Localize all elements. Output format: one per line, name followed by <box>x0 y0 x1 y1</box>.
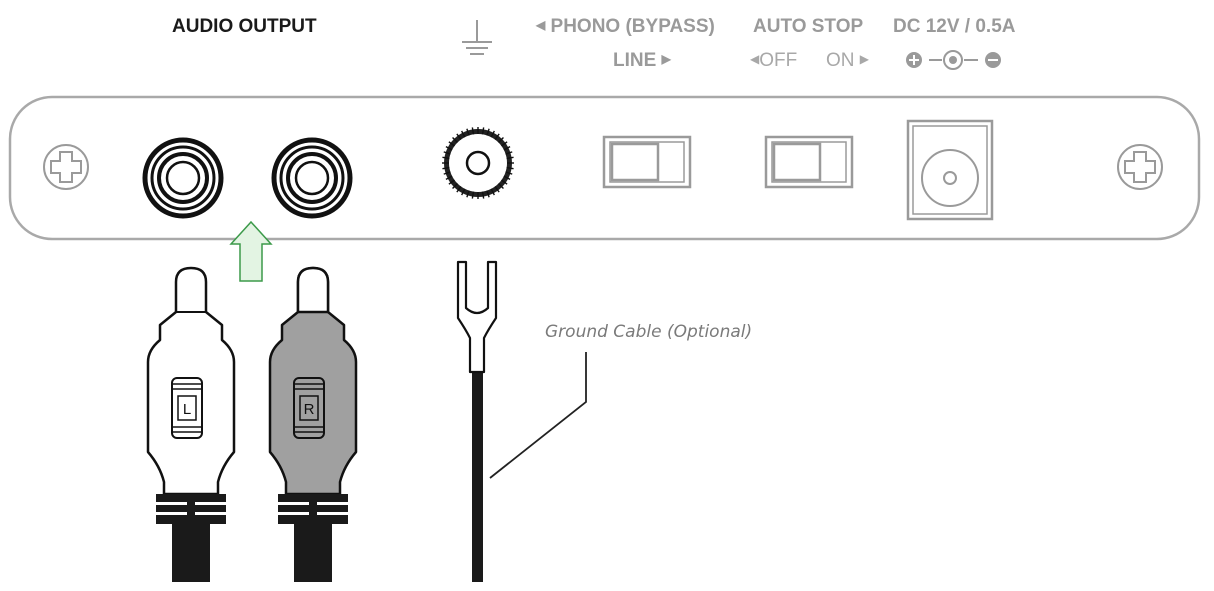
knurl-tick <box>501 141 508 147</box>
rca-plug-icon <box>146 266 236 582</box>
knurl-tick <box>456 186 462 193</box>
phono-bypass-label: ◀ PHONO (BYPASS) <box>536 16 715 37</box>
knurl-tick <box>442 156 450 160</box>
off-label: ◀OFF <box>750 50 798 71</box>
on-label: ON ▶ <box>826 50 870 71</box>
arrow-up-icon <box>229 220 273 282</box>
knurl-tick <box>503 175 511 180</box>
rca-jack-icon <box>142 137 224 219</box>
screw-icon <box>1117 144 1163 190</box>
arrow-right-icon: ▶ <box>859 52 870 66</box>
knurl-tick <box>461 130 466 138</box>
knurl-tick <box>505 171 513 175</box>
knurl-tick <box>498 137 504 143</box>
knurl-tick <box>466 190 470 198</box>
knurl-tick <box>448 141 455 147</box>
knurl-tick <box>452 183 458 189</box>
knurl-tick <box>443 151 451 155</box>
knurl-tick <box>443 171 451 175</box>
knurl-tick <box>503 146 511 151</box>
spade-terminal-icon <box>456 260 498 582</box>
knurl-tick <box>452 137 458 143</box>
arrow-left-icon: ◀ <box>536 18 546 32</box>
ground-cable-leader-line <box>489 352 587 479</box>
knurl-tick <box>494 186 500 193</box>
knurl-tick <box>486 128 490 136</box>
arrow-right-icon: ▶ <box>661 52 671 66</box>
ground-cable-caption: Ground Cable (Optional) <box>545 322 753 342</box>
ground-symbol-icon <box>462 20 492 55</box>
knurl-tick <box>494 133 500 140</box>
knurl-tick <box>461 188 466 196</box>
knurl-tick <box>505 151 513 155</box>
plug-label-left: L <box>183 401 191 418</box>
knurl-tick <box>471 127 475 135</box>
slide-switch-icon <box>764 135 854 189</box>
knurl-tick <box>506 166 514 170</box>
rca-jack-icon <box>271 137 353 219</box>
knurl-tick <box>501 179 508 185</box>
knurl-tick <box>448 179 455 185</box>
knurl-tick <box>481 127 485 135</box>
knurl-tick <box>466 128 470 136</box>
dc-jack-icon <box>906 119 994 221</box>
knurl-tick <box>442 166 450 170</box>
auto-stop-label: AUTO STOP <box>753 16 864 37</box>
line-label: LINE ▶ <box>613 50 671 71</box>
plug-label-right: R <box>304 401 315 418</box>
arrow-left-icon: ◀ <box>750 52 760 66</box>
knurl-tick <box>445 175 453 180</box>
knurl-tick <box>506 156 514 160</box>
knurl-tick <box>456 133 462 140</box>
knurl-tick <box>498 183 504 189</box>
thumbscrew-icon <box>442 127 514 199</box>
screw-icon <box>43 144 89 190</box>
slide-switch-icon <box>602 135 692 189</box>
knurl-tick <box>471 191 475 199</box>
rca-plug-icon <box>268 266 358 582</box>
audio-output-label: AUDIO OUTPUT <box>172 16 317 37</box>
knurl-tick <box>481 191 485 199</box>
dc-polarity-icon <box>906 50 1001 70</box>
knurl-tick <box>445 146 453 151</box>
dc-power-label: DC 12V / 0.5A <box>893 16 1016 37</box>
knurl-tick <box>486 190 490 198</box>
knurl-tick <box>490 130 495 138</box>
knurl-tick <box>490 188 495 196</box>
